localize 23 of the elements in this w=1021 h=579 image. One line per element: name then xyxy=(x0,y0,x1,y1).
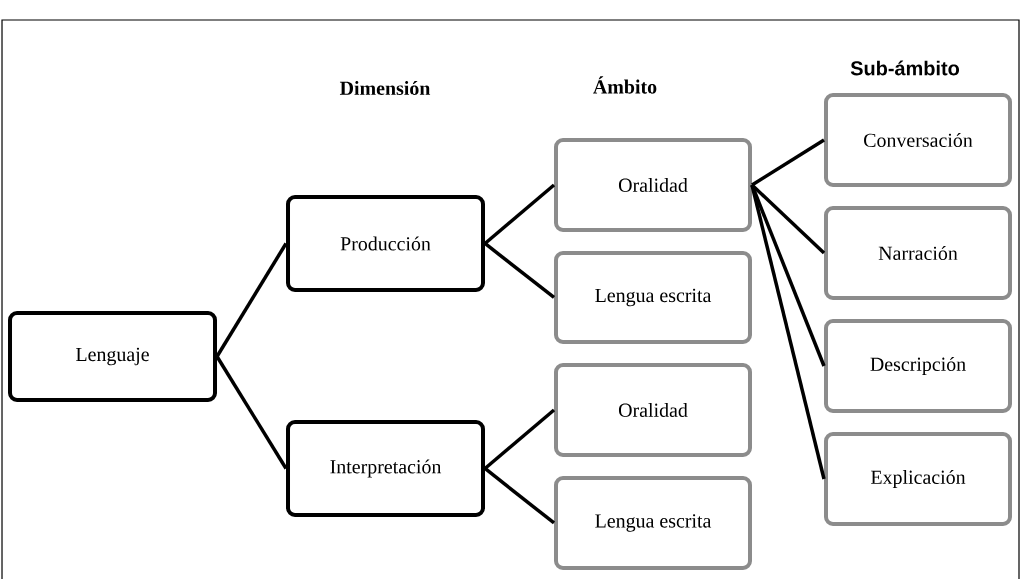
text-box: Conversación xyxy=(824,93,1012,187)
text-box: Lengua escrita xyxy=(554,251,752,344)
column-heading: Ámbito xyxy=(593,76,657,94)
text-box: Lengua escrita xyxy=(554,476,752,570)
text-box: Oralidad xyxy=(554,138,752,232)
connector-line xyxy=(751,138,825,187)
text-box: Lenguaje xyxy=(8,311,217,402)
connector-line xyxy=(483,467,556,525)
text-box: Explicación xyxy=(824,432,1012,526)
text-box: Interpretación xyxy=(286,420,485,517)
connector-line xyxy=(483,242,556,299)
connector-line xyxy=(215,355,288,470)
connector-line xyxy=(483,183,556,245)
column-heading: Sub-ámbito xyxy=(850,60,959,76)
text-box: Descripción xyxy=(824,319,1012,413)
connector-line xyxy=(750,184,826,480)
connector-line xyxy=(750,184,826,367)
column-heading: Dimensión xyxy=(339,81,431,95)
connector-line xyxy=(215,242,288,358)
text-box: Oralidad xyxy=(554,363,752,457)
text-box: Producción xyxy=(286,195,485,292)
connector-line xyxy=(483,408,556,470)
text-box: Narración xyxy=(824,206,1012,300)
